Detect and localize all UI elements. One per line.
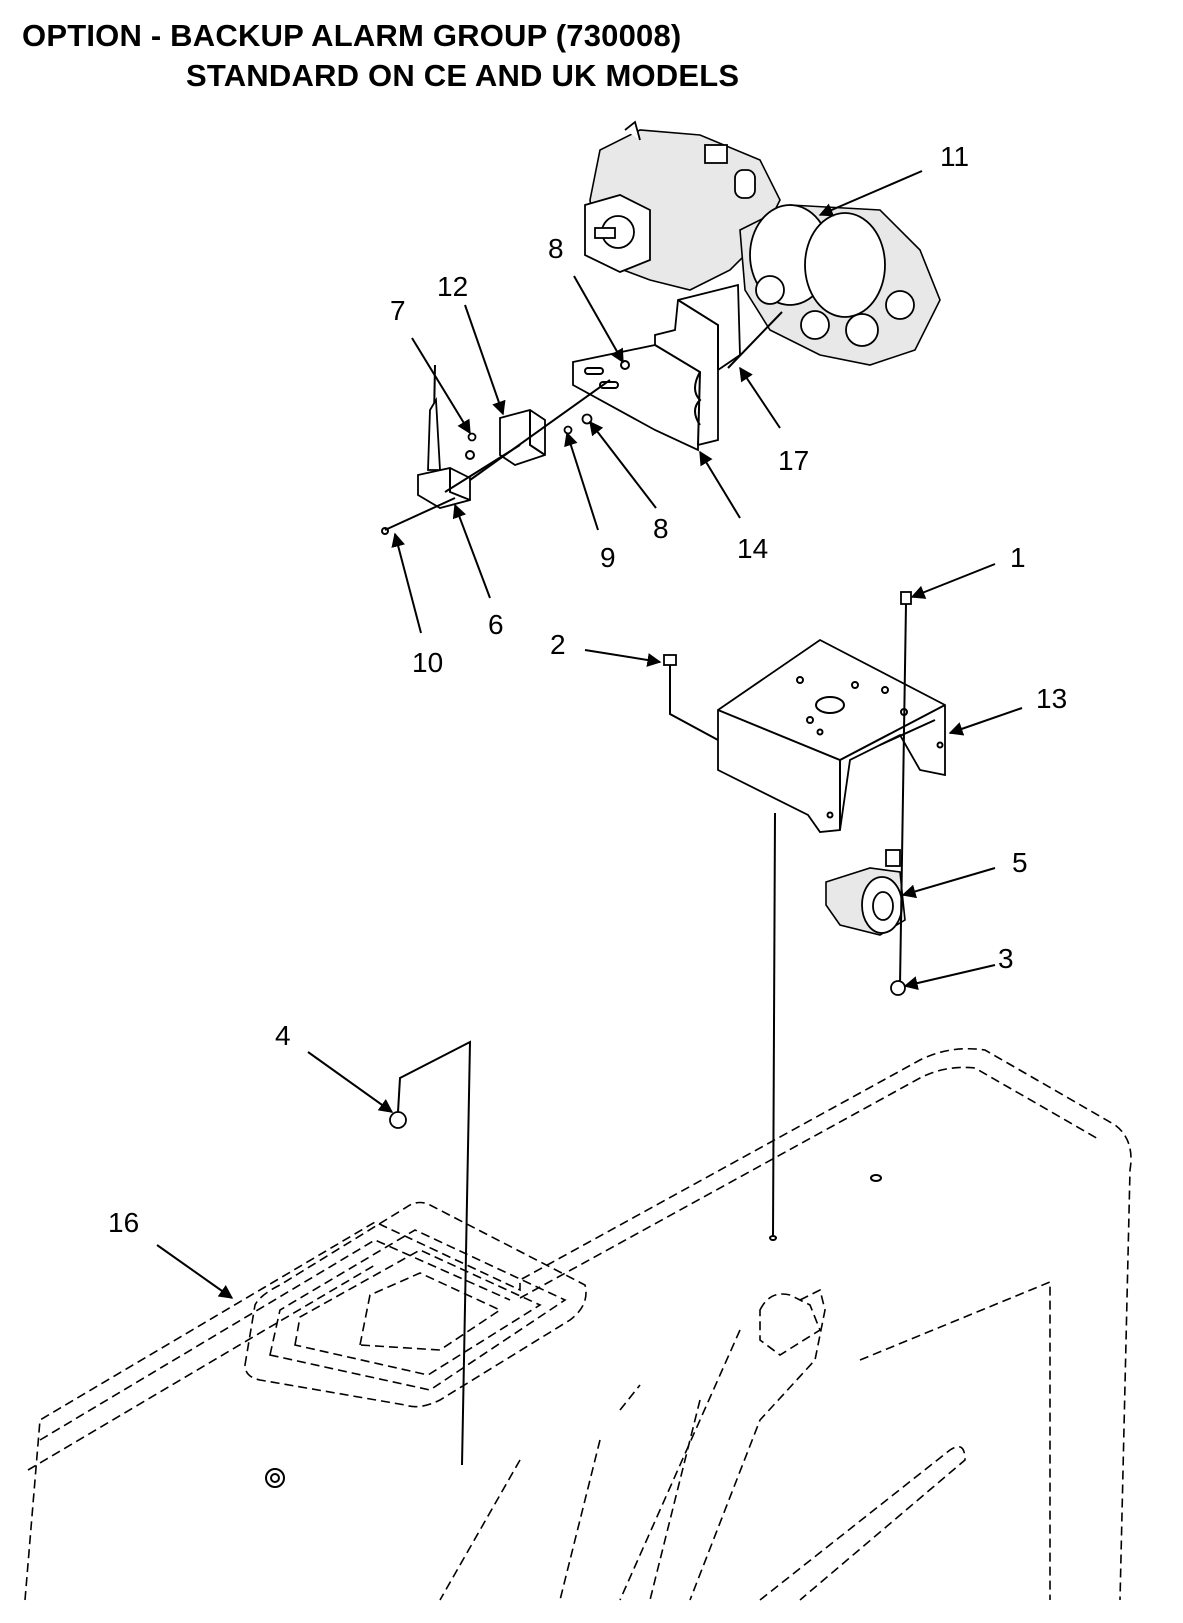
mounting-bracket	[572, 283, 741, 452]
leader-lines	[156, 170, 1023, 1299]
callout-6: 6	[488, 609, 504, 640]
callout-2: 2	[550, 629, 566, 660]
callout-16: 16	[108, 1207, 139, 1238]
backup-alarm	[825, 849, 906, 936]
callout-14: 14	[737, 533, 768, 564]
fasteners	[389, 413, 912, 1466]
callout-1: 1	[1010, 542, 1026, 573]
callout-7: 7	[390, 295, 406, 326]
reverse-switch-assembly	[381, 364, 611, 535]
callout-9: 9	[600, 542, 616, 573]
callout-5: 5	[1012, 847, 1028, 878]
callout-8b: 8	[653, 513, 669, 544]
callout-11: 11	[940, 141, 969, 172]
callout-4: 4	[275, 1020, 291, 1051]
callout-12: 12	[437, 271, 468, 302]
callout-13: 13	[1036, 683, 1067, 714]
hydraulic-pump	[584, 120, 941, 366]
callout-3: 3	[998, 943, 1014, 974]
callout-10: 10	[412, 647, 443, 678]
callout-17: 17	[778, 445, 809, 476]
callout-8a: 8	[548, 233, 564, 264]
callout-labels: 1 2 3 4 5 6 7 8 8 9 10 11 12 13 14 16 17	[108, 141, 1067, 1238]
diagram-title-line2: STANDARD ON CE AND UK MODELS	[186, 58, 740, 93]
alarm-mount-plate	[717, 638, 946, 833]
chassis-frame	[24, 1047, 1132, 1601]
diagram-title-line1: OPTION - BACKUP ALARM GROUP (730008)	[22, 18, 682, 53]
